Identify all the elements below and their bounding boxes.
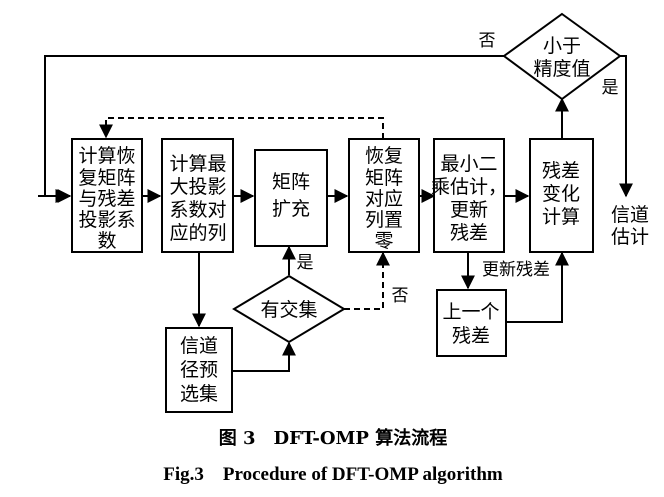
node-recover-zero-line-3: 对应 <box>365 188 403 210</box>
node-residual-change-line-3: 计算 <box>542 206 580 228</box>
node-matrix-expand-line-2: 扩充 <box>272 198 310 220</box>
node-compute-correlation-line-3: 与残差 <box>78 188 135 210</box>
arrow-preselect-to-intersect <box>232 341 296 372</box>
connectors <box>38 55 633 372</box>
node-max-projection: 计算最 大投影 系数对 应的列 <box>161 138 234 253</box>
node-intersection-check: 有交集 <box>232 274 346 344</box>
arrow-intersect-no <box>344 251 390 310</box>
node-max-projection-line-3: 系数对 <box>169 199 226 221</box>
node-least-squares-line-2: 乘估计， <box>431 176 507 198</box>
figure-caption-chinese: 图 3 DFT-OMP 算法流程 <box>219 427 447 449</box>
node-least-squares: 最小二 乘估计， 更新 残差 <box>431 138 507 253</box>
node-output-line-1: 信道 <box>611 204 649 226</box>
node-precision-check: 小于 精度值 <box>502 12 622 101</box>
node-previous-residual-line-1: 上一个 <box>442 301 499 323</box>
node-precision-check-line-1: 小于 <box>543 35 581 57</box>
label-update-residual: 更新残差 <box>482 260 550 280</box>
loop-back-no <box>44 55 504 203</box>
dashed-feedback <box>99 117 384 139</box>
figure-caption-english: Fig.3 Procedure of DFT-OMP algorithm <box>163 464 503 485</box>
node-path-preselect-line-2: 径预 <box>180 359 218 381</box>
node-least-squares-line-1: 最小二 <box>440 153 497 175</box>
node-path-preselect-line-3: 选集 <box>180 383 218 405</box>
label-no-top: 否 <box>479 31 496 51</box>
node-path-preselect-line-1: 信道 <box>180 335 218 357</box>
node-recover-zero: 恢复 矩阵 对应 列置 零 <box>348 138 420 253</box>
arrow-yes-to-output <box>619 55 633 198</box>
node-matrix-expand-line-1: 矩阵 <box>272 171 310 193</box>
node-least-squares-line-3: 更新 <box>450 199 488 221</box>
arrow-prev-to-change <box>506 251 569 323</box>
node-residual-change: 残差 变化 计算 <box>529 138 594 253</box>
node-recover-zero-line-5: 零 <box>374 230 393 252</box>
node-least-squares-line-4: 残差 <box>450 222 488 244</box>
node-compute-correlation-line-5: 数 <box>97 230 116 252</box>
node-compute-correlation-line-1: 计算恢 <box>78 145 135 167</box>
node-precision-check-line-2: 精度值 <box>533 58 590 80</box>
node-previous-residual: 上一个 残差 <box>436 289 507 357</box>
node-recover-zero-line-1: 恢复 <box>365 145 403 167</box>
node-matrix-expand: 矩阵 扩充 <box>254 149 328 247</box>
node-compute-correlation: 计算恢 复矩阵 与残差 投影系 数 <box>71 138 143 253</box>
node-residual-change-line-1: 残差 <box>542 160 580 182</box>
node-intersection-check-label: 有交集 <box>260 299 317 321</box>
label-yes-right: 是 <box>602 78 619 98</box>
node-compute-correlation-line-2: 复矩阵 <box>78 167 135 189</box>
node-recover-zero-line-4: 列置 <box>365 209 403 231</box>
node-max-projection-line-4: 应的列 <box>169 222 226 244</box>
node-previous-residual-line-2: 残差 <box>452 325 490 347</box>
node-max-projection-line-1: 计算最 <box>169 153 226 175</box>
node-channel-estimate-output: 信道 估计 <box>611 204 649 248</box>
node-recover-zero-line-2: 矩阵 <box>365 167 403 189</box>
label-no-intersect: 否 <box>392 286 409 306</box>
node-output-line-2: 估计 <box>611 226 649 248</box>
node-compute-correlation-line-4: 投影系 <box>78 209 135 231</box>
node-residual-change-line-2: 变化 <box>542 183 580 205</box>
node-path-preselect: 信道 径预 选集 <box>165 327 233 413</box>
node-max-projection-line-2: 大投影 <box>169 176 226 198</box>
label-yes-intersect: 是 <box>297 253 314 273</box>
